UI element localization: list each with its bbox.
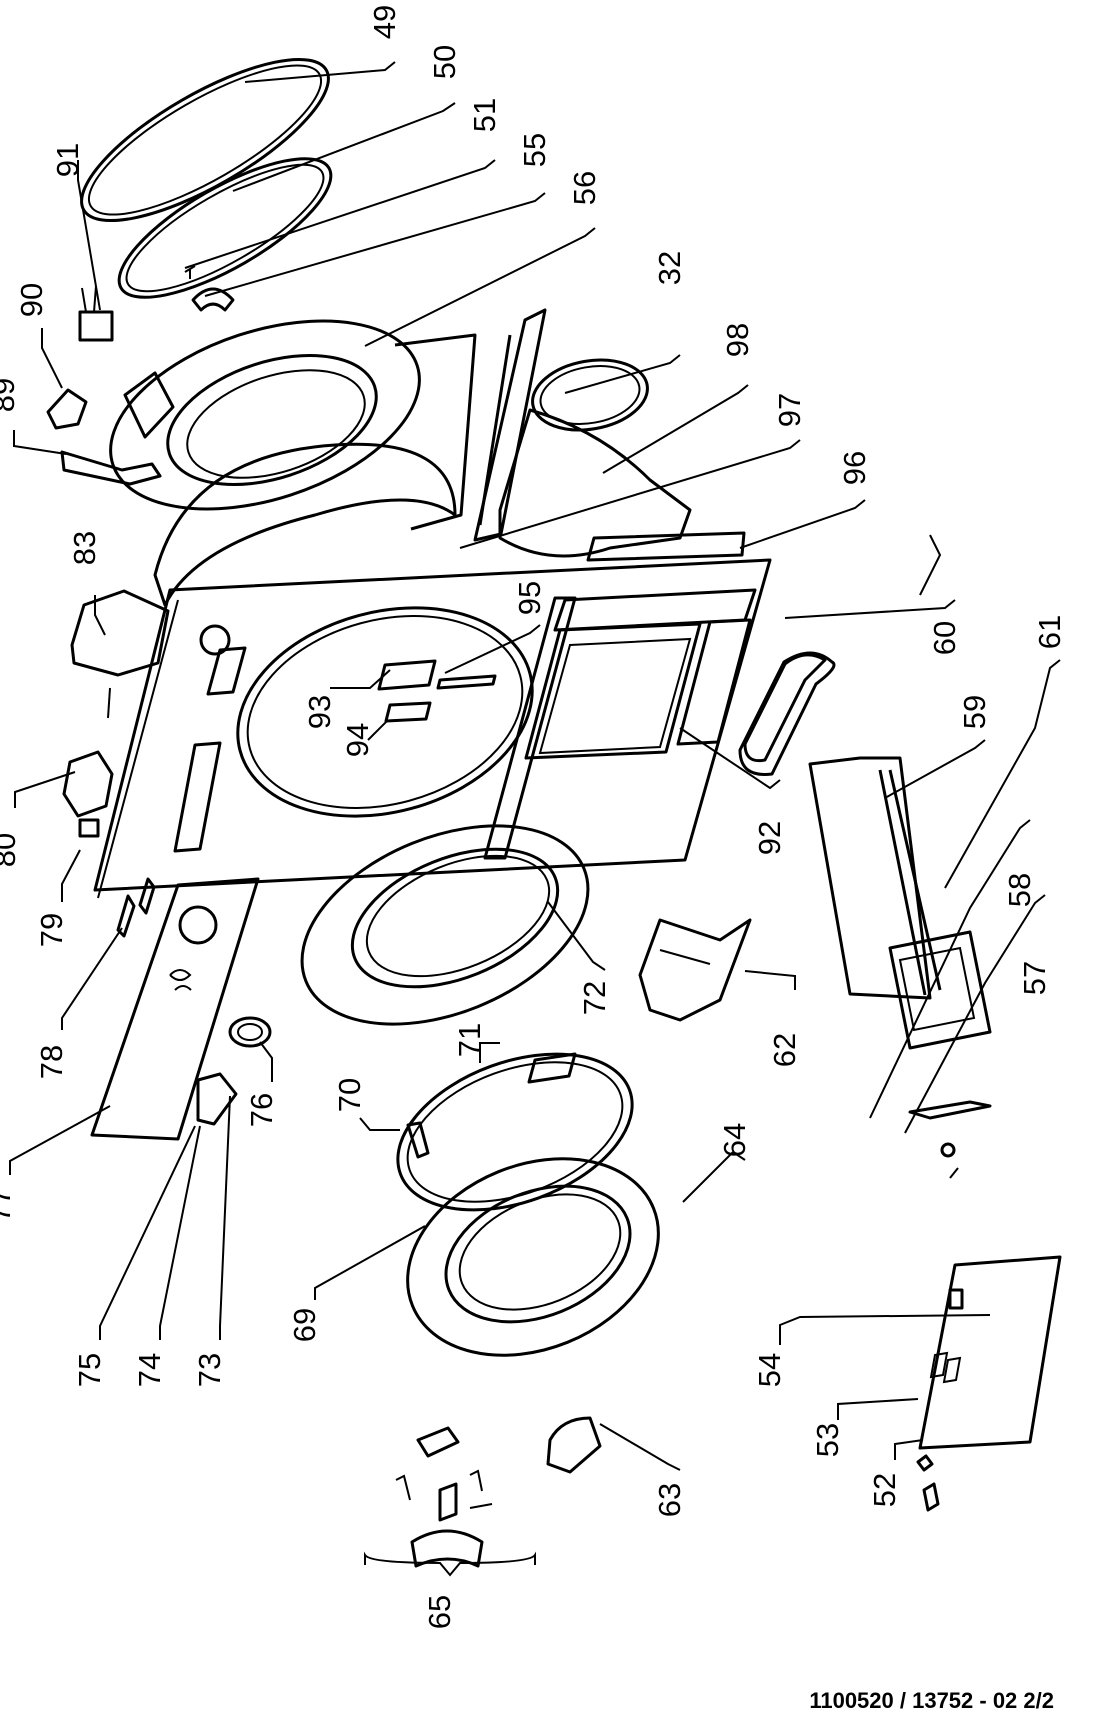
callout-label: 80 — [0, 833, 22, 867]
callout-label: 89 — [0, 378, 21, 412]
callout-label: 32 — [652, 251, 687, 285]
callout-label: 92 — [752, 821, 787, 855]
callout-label: 72 — [577, 981, 612, 1015]
callout-label: 93 — [302, 695, 337, 729]
callout-label: 91 — [50, 143, 85, 177]
callout-label: 74 — [132, 1353, 167, 1387]
callout-label: 95 — [512, 581, 547, 615]
leader-lines — [9, 61, 1061, 1577]
callout-label: 73 — [192, 1353, 227, 1387]
callout-label: 97 — [772, 393, 807, 427]
callout-label: 64 — [717, 1123, 752, 1157]
callout-label: 79 — [34, 913, 69, 947]
callout-label: 70 — [332, 1078, 367, 1112]
callout-label: 83 — [67, 531, 102, 565]
callout-label: 63 — [652, 1483, 687, 1517]
callout-label: 94 — [340, 723, 375, 757]
callout-label: 56 — [567, 171, 602, 205]
callout-label: 62 — [767, 1033, 802, 1067]
callout-label: 55 — [517, 133, 552, 167]
callout-label: 78 — [34, 1045, 69, 1079]
callout-label: 53 — [810, 1423, 845, 1457]
callout-label: 96 — [837, 451, 872, 485]
callout-label: 58 — [1002, 873, 1037, 907]
callout-label: 49 — [367, 5, 402, 39]
callout-label: 76 — [244, 1093, 279, 1127]
callout-label: 61 — [1032, 615, 1067, 649]
callout-label: 69 — [287, 1308, 322, 1342]
callout-label: 51 — [467, 98, 502, 132]
callout-label: 77 — [0, 1188, 17, 1222]
callout-label: 60 — [927, 621, 962, 655]
callout-labels: 49 50 51 55 56 91 90 89 32 98 97 96 83 9… — [0, 5, 1067, 1629]
callout-label: 52 — [867, 1473, 902, 1507]
callout-label: 65 — [422, 1595, 457, 1629]
drawing-reference-code: 1100520 / 13752 - 02 2/2 — [809, 1688, 1054, 1713]
callout-label: 59 — [957, 695, 992, 729]
callout-label: 57 — [1017, 961, 1052, 995]
callout-label: 50 — [427, 45, 462, 79]
callout-label: 54 — [752, 1353, 787, 1387]
callout-label: 90 — [14, 283, 49, 317]
callout-label: 71 — [452, 1023, 487, 1057]
callout-label: 98 — [720, 323, 755, 357]
parts-illustration — [46, 57, 1062, 1568]
callout-label: 75 — [72, 1353, 107, 1387]
